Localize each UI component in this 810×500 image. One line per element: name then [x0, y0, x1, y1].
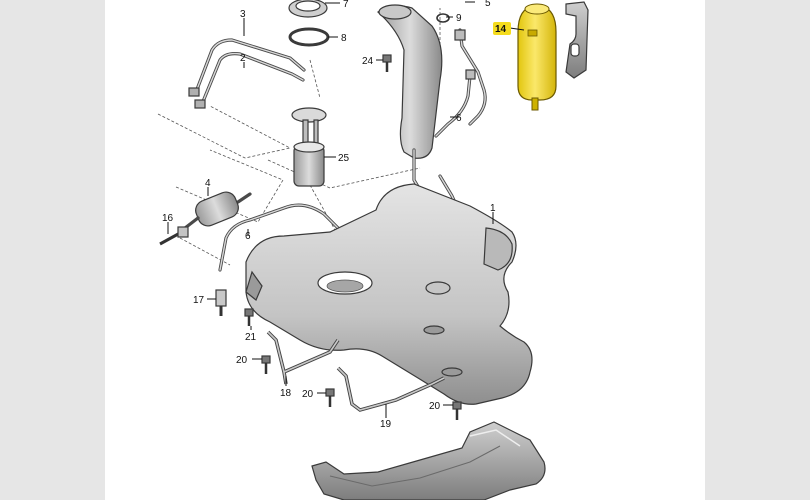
label-part-20-left: 20: [236, 355, 248, 366]
part-14-charcoal-canister: [517, 3, 557, 111]
label-part-4: 4: [205, 178, 211, 189]
label-part-6-lower: 6: [245, 231, 251, 242]
part-16-sensor: [159, 226, 189, 246]
part-4-fuel-filter: [183, 191, 252, 230]
filler-pipe: [377, 4, 443, 192]
label-part-20-middle: 20: [302, 389, 314, 400]
label-part-16: 16: [162, 213, 174, 224]
part-7-locking-ring: [288, 0, 328, 18]
label-part-25: 25: [338, 153, 350, 164]
label-part-9: 9: [456, 13, 462, 24]
part-1-fuel-tank: [245, 183, 533, 405]
heat-shield: [311, 421, 546, 500]
label-part-8: 8: [341, 33, 347, 44]
label-part-17: 17: [193, 295, 205, 306]
label-part-2: 2: [240, 53, 246, 64]
label-part-18: 18: [280, 388, 292, 399]
part-9-o-ring: [436, 13, 450, 23]
label-part-3: 3: [240, 9, 246, 20]
label-part-7: 7: [343, 0, 349, 10]
part-2-3-fuel-lines: [188, 38, 306, 109]
bolts-20-21: [244, 308, 462, 420]
label-part-21: 21: [245, 332, 257, 343]
canister-bracket: [565, 1, 589, 79]
part-5-6-vent-line: [434, 28, 487, 138]
part-18-19-tank-straps: [266, 330, 445, 412]
part-24-bolt: [382, 54, 392, 72]
label-part-20-right: 20: [429, 401, 441, 412]
part-25-fuel-pump-unit: [291, 107, 327, 187]
label-part-19: 19: [380, 419, 392, 430]
part-number-labels: 7 8 3 2 25 4 16 6 17 21 20 18 20 19 20 1…: [162, 0, 507, 430]
leader-lines: [167, 1, 525, 418]
highlight-badge-14: [493, 22, 511, 35]
label-part-6-upper: 6: [456, 113, 462, 124]
label-part-14: 14: [495, 24, 507, 35]
label-part-5: 5: [485, 0, 491, 9]
label-part-1: 1: [490, 203, 496, 214]
part-17-valve: [215, 289, 227, 316]
part-8-seal-ring: [288, 27, 330, 47]
label-part-24: 24: [362, 56, 374, 67]
